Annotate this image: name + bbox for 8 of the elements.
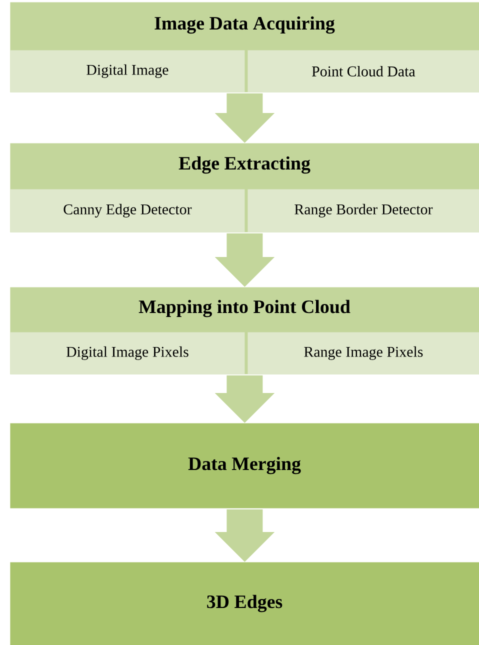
step-cell: Point Cloud Data (248, 50, 479, 92)
stage-box: 3D Edges (10, 562, 479, 645)
stage-box: Data Merging (10, 423, 479, 508)
step-cell: Range Image Pixels (248, 332, 479, 374)
step-cell: Canny Edge Detector (10, 189, 245, 232)
step-cell: Digital Image Pixels (10, 332, 245, 374)
step-cell: Digital Image (10, 50, 245, 92)
step-cell: Range Border Detector (248, 189, 479, 232)
